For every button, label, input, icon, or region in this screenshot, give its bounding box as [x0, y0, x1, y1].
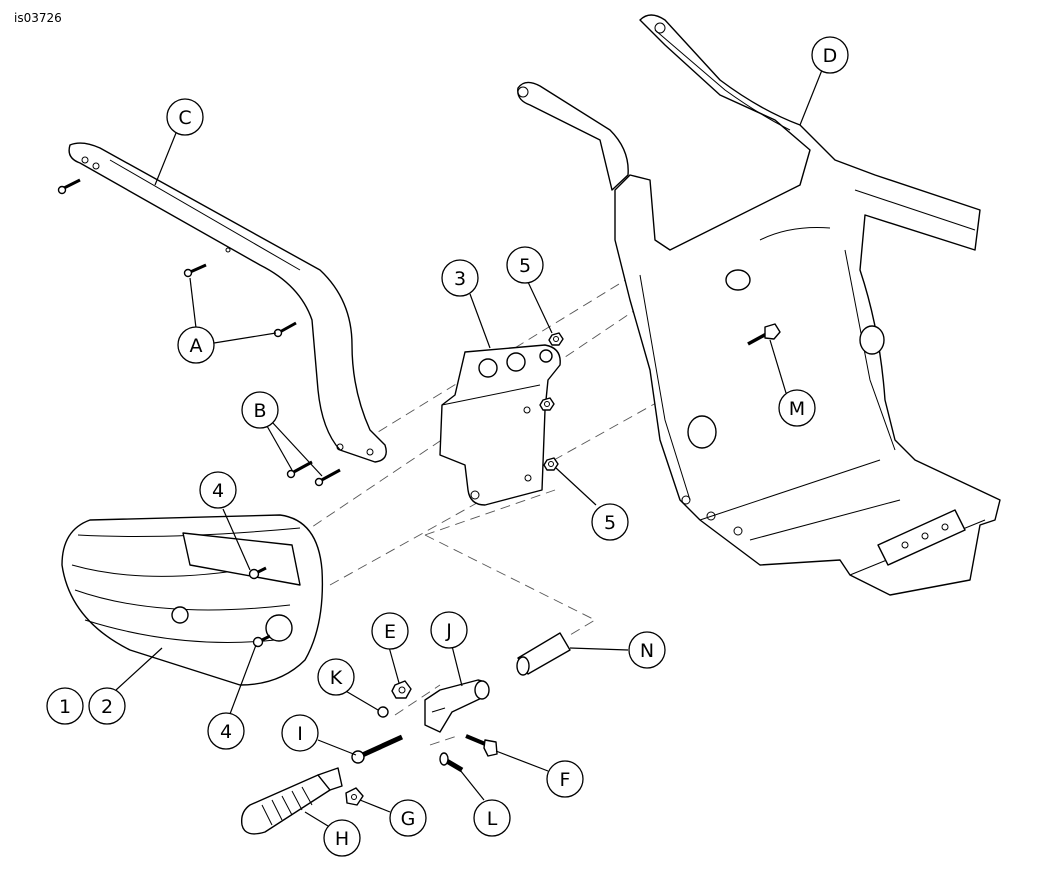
- pin-l: [439, 752, 464, 773]
- callout-c: C: [166, 98, 204, 136]
- bolt-m: [747, 323, 781, 346]
- callout-3-label: 3: [454, 268, 466, 290]
- screw-a-lower: [273, 321, 297, 338]
- callout-i: I: [281, 714, 319, 752]
- callout-n-label: N: [640, 640, 654, 662]
- bolt-f: [465, 734, 498, 757]
- callout-a: A: [177, 326, 215, 364]
- screw-4-lower: [252, 634, 271, 648]
- callout-4-upper: 4: [199, 471, 237, 509]
- callout-e-label: E: [384, 621, 396, 643]
- screw-a-upper: [183, 263, 207, 278]
- support-bar-c: [68, 142, 387, 463]
- washer-g: [345, 787, 364, 806]
- callout-h-label: H: [335, 828, 349, 850]
- callout-m: M: [778, 389, 816, 427]
- callout-d-label: D: [823, 45, 838, 67]
- callout-i-label: I: [297, 723, 303, 745]
- footpeg-h: [240, 767, 343, 835]
- callout-4-lower-label: 4: [220, 721, 232, 743]
- nut-e: [391, 680, 412, 699]
- callout-b: B: [241, 391, 279, 429]
- callout-m-label: M: [789, 398, 805, 420]
- callout-c-label: C: [178, 107, 191, 129]
- callout-5-bottom-label: 5: [604, 512, 616, 534]
- callout-1: 1: [46, 687, 84, 725]
- callout-4-upper-label: 4: [212, 480, 224, 502]
- frame-d: [517, 14, 1001, 596]
- callout-j: J: [430, 611, 468, 649]
- callout-h: H: [323, 819, 361, 857]
- clevis-j: [424, 679, 490, 733]
- callout-2-label: 2: [101, 696, 113, 718]
- callout-j-label: J: [445, 620, 452, 642]
- screw-b-right: [314, 468, 341, 487]
- screw-b-left: [286, 460, 313, 479]
- callout-5-top: 5: [506, 246, 544, 284]
- callout-l-label: L: [487, 808, 498, 830]
- callout-k-label: K: [330, 667, 343, 689]
- cover-1-2: [61, 514, 324, 686]
- callout-5-top-label: 5: [519, 255, 531, 277]
- mounting-bracket-3: [439, 344, 561, 506]
- callout-4-lower: 4: [207, 712, 245, 750]
- retaining-ring-k: [377, 706, 389, 718]
- spacer-n: [516, 632, 571, 676]
- nut-5-mid: [539, 397, 555, 411]
- callout-l: L: [473, 799, 511, 837]
- leader-lines: [115, 69, 823, 827]
- callout-d: D: [811, 36, 849, 74]
- screw-c-end: [57, 178, 81, 195]
- callout-5-bottom: 5: [591, 503, 629, 541]
- callout-b-label: B: [253, 400, 266, 422]
- callout-e: E: [371, 612, 409, 650]
- callout-g-label: G: [401, 808, 416, 830]
- callout-f-label: F: [560, 769, 571, 791]
- callout-1-label: 1: [59, 696, 71, 718]
- callout-f: F: [546, 760, 584, 798]
- screw-4-upper: [248, 566, 267, 580]
- callout-k: K: [317, 658, 355, 696]
- pin-i: [351, 734, 404, 764]
- nut-5-top: [548, 332, 564, 346]
- callout-a-label: A: [190, 335, 203, 357]
- callout-3: 3: [441, 259, 479, 297]
- callout-g: G: [389, 799, 427, 837]
- nut-5-bottom: [543, 457, 559, 471]
- figure-id-label: is03726: [14, 11, 62, 25]
- callout-2: 2: [88, 687, 126, 725]
- callout-n: N: [628, 631, 666, 669]
